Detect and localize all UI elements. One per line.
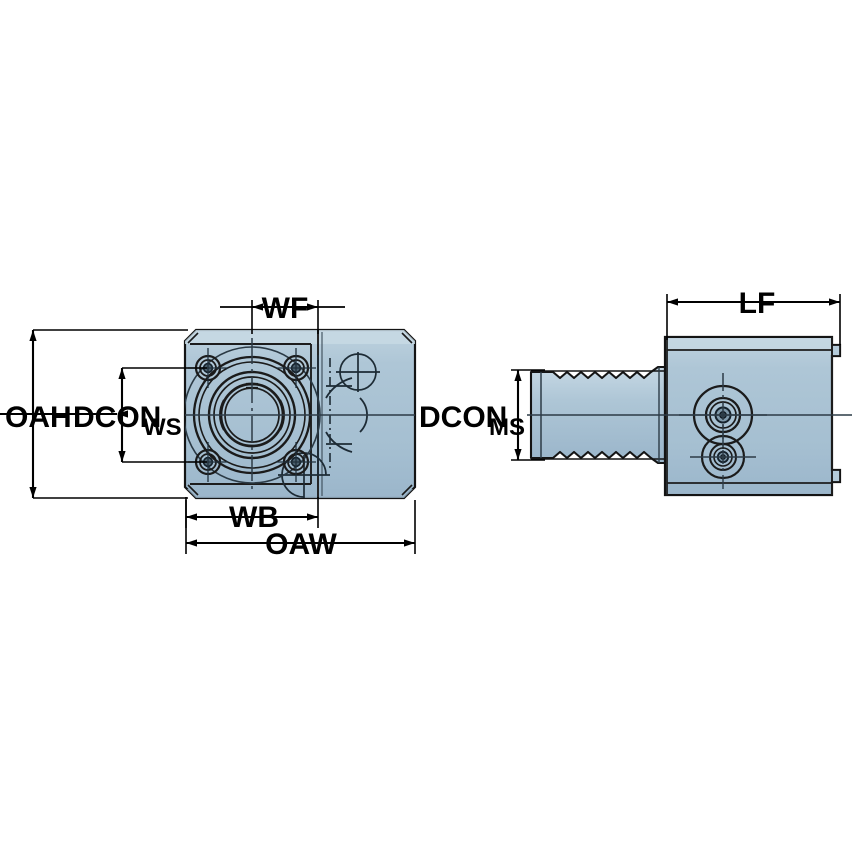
dcon-ms-label: DCON [419,401,507,434]
dcon-ms-subscript: MS [489,414,525,441]
side-view-group: DCON MS LF [419,287,852,497]
front-bottom-shade [185,489,415,498]
dimension-dcon-ws: DCON WS [73,367,207,463]
front-chamfer-lines [187,332,413,496]
side-block-bottom-shade [666,484,831,494]
wb-label: WB [229,501,279,534]
lf-label: LF [739,287,776,320]
wf-label: WF [262,292,309,325]
dimension-oah: OAH [0,329,188,499]
dimension-wb: WB [185,497,319,534]
dimension-oaw: OAW [185,500,416,561]
front-hidden-detail-small [336,352,380,392]
front-centerlines [185,338,415,492]
side-block-top-highlight [666,338,831,349]
dimension-lf: LF [666,287,841,345]
fastener-hole [276,442,316,482]
dcon-ws-subscript: WS [143,414,182,441]
side-counterbore-secondary [690,425,756,489]
side-block-right-tab-upper [831,344,841,357]
dimension-dcon-ms: DCON MS [419,369,545,461]
dimension-wf: WF [220,292,345,334]
fastener-hole [276,348,316,388]
fastener-hole [188,442,228,482]
side-block-right-tab-lower [831,469,841,483]
oah-label: OAH [5,401,72,434]
oaw-label: OAW [265,528,337,561]
front-top-highlight [185,330,415,344]
dcon-ws-label: DCON [73,401,161,434]
front-view-group: OAH DCON WS WF [0,292,417,561]
